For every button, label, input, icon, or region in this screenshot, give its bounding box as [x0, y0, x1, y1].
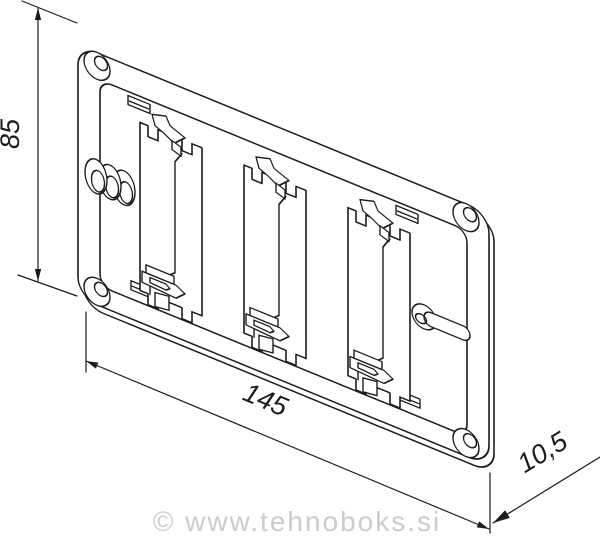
slot-bottom-clip: [141, 264, 186, 312]
cable-grommet: [84, 158, 136, 207]
slot-bottom-clip: [245, 306, 290, 354]
mounting-tab-top-right: [395, 204, 419, 225]
slot-top-clip: [359, 198, 394, 243]
extension-line-bottom: [17, 274, 78, 297]
corner-screw-hole-top-right: [452, 201, 480, 233]
slot-top-clip: [255, 156, 290, 200]
dimension-depth: 10,5: [492, 425, 600, 524]
dimension-depth-label: 10,5: [512, 425, 573, 478]
keyhole-latch-slot: [411, 303, 471, 342]
corner-screw-hole-bottom-left: [83, 276, 111, 308]
module-slot-2: [243, 156, 307, 367]
watermark-text: © www.tehnoboks.si: [153, 506, 442, 537]
dimension-line-depth: [492, 456, 600, 524]
module-slot-1: [139, 113, 203, 324]
dimension-height: 85: [0, 0, 78, 297]
frame-illustration: [77, 50, 495, 468]
extension-line-top: [21, 0, 78, 24]
slot-top-clip: [151, 113, 186, 157]
dimension-height-label: 85: [0, 118, 25, 149]
mounting-tab-top-left: [127, 94, 151, 115]
corner-screw-hole-top-left: [83, 50, 111, 82]
dimension-line-width: [85, 360, 490, 530]
